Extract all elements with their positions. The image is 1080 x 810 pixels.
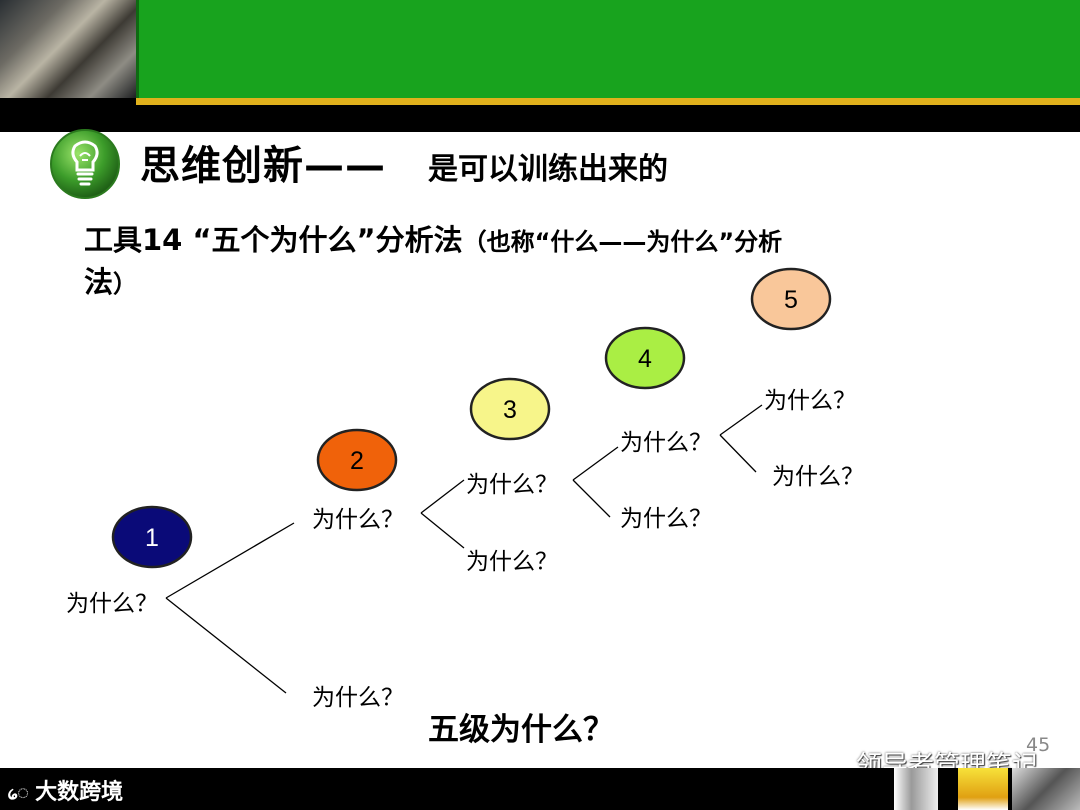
question-label: 为什么？ [312, 500, 404, 534]
level-number: 5 [784, 286, 798, 314]
branch-line [421, 513, 464, 548]
level-number: 2 [350, 447, 364, 475]
branch-line [421, 480, 464, 513]
question-label: 为什么？ [466, 465, 558, 499]
level-number: 3 [503, 396, 517, 424]
footer-logo: ᥀◌ 大数跨境 [8, 774, 123, 806]
branch-line [573, 480, 610, 517]
footer-thumbnail-3 [1012, 768, 1080, 810]
question-label: 为什么？ [466, 542, 558, 576]
level-number: 1 [145, 524, 159, 552]
level-circle-4: 4 [606, 328, 684, 388]
level-number: 4 [638, 345, 652, 373]
question-label: 为什么？ [764, 381, 856, 415]
level-circle-2: 2 [318, 430, 396, 490]
level-circle-5: 5 [752, 269, 830, 329]
branch-line [166, 598, 286, 693]
footer-logo-text: 大数跨境 [35, 779, 123, 804]
branch-line [720, 405, 762, 435]
question-label: 为什么？ [66, 584, 158, 618]
question-label: 为什么？ [620, 499, 712, 533]
footer-thumbnail-2 [958, 768, 1008, 810]
branch-line [720, 435, 756, 472]
question-label: 为什么？ [772, 457, 864, 491]
bottom-question: 五级为什么？ [428, 704, 614, 749]
question-label: 为什么？ [312, 678, 404, 712]
level-circle-3: 3 [471, 379, 549, 439]
footer-thumbnail-1 [894, 768, 938, 810]
level-circle-1: 1 [113, 507, 191, 567]
question-label: 为什么？ [620, 423, 712, 457]
branch-line [573, 447, 618, 480]
logo-mark-icon: ᥀◌ [8, 782, 29, 804]
